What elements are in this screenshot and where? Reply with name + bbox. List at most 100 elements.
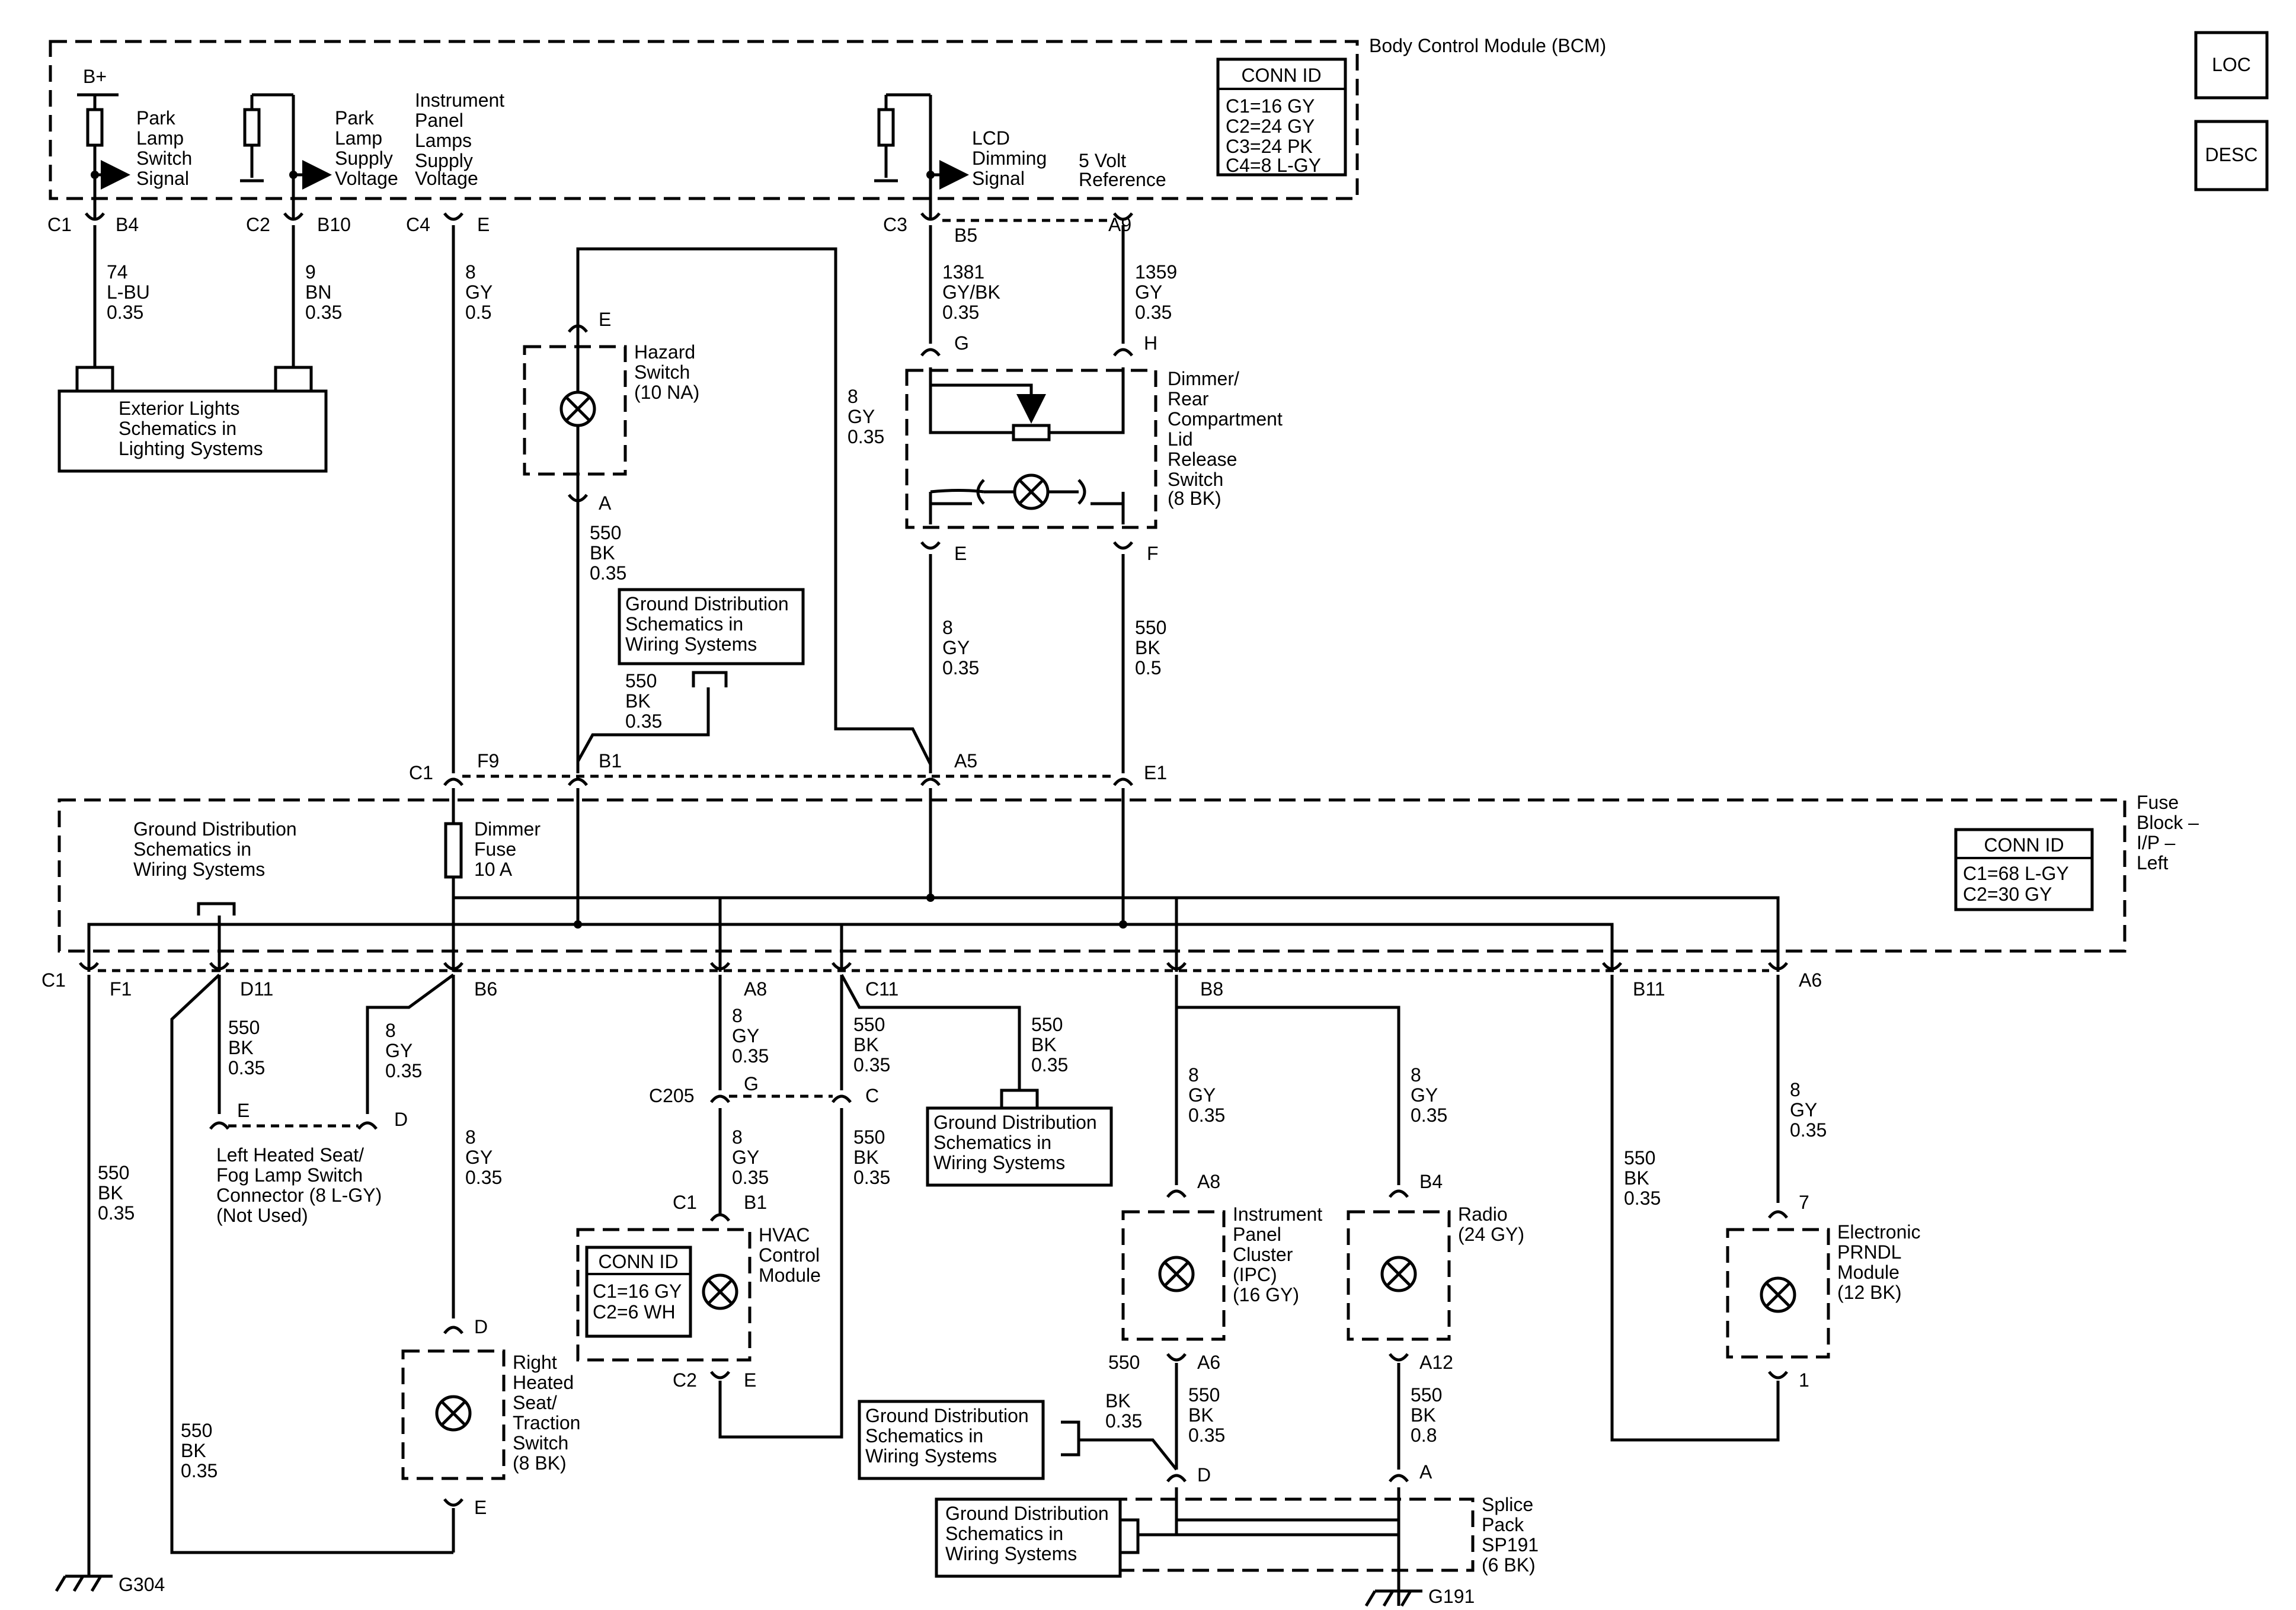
svg-text:E1: E1 [1144,762,1167,783]
svg-text:C1=16 GY: C1=16 GY [1226,95,1315,117]
svg-text:Radio(24 GY): Radio(24 GY) [1458,1204,1524,1245]
svg-text:B6: B6 [474,978,497,1000]
svg-text:CONN ID: CONN ID [1984,834,2064,856]
svg-text:E: E [954,543,967,564]
svg-text:B11: B11 [1633,978,1665,1000]
ground-g191: G191 [1364,1586,1475,1607]
svg-text:C3=24 PK: C3=24 PK [1226,136,1313,157]
svg-text:C11: C11 [865,978,898,1000]
svg-text:G: G [744,1073,759,1094]
fuse-conn-id-table: CONN ID C1=68 L-GY C2=30 GY [1954,828,2094,911]
svg-text:A6: A6 [1799,969,1822,991]
svg-text:C3: C3 [883,214,907,235]
svg-text:Left Heated Seat/Fog Lamp Swit: Left Heated Seat/Fog Lamp SwitchConnecto… [216,1144,382,1226]
svg-text:B5: B5 [954,225,977,246]
svg-text:C2=6 WH: C2=6 WH [593,1301,676,1323]
svg-text:D: D [474,1316,488,1337]
bcm-conn-id-table: CONN ID C1=16 GY C2=24 GY C3=24 PK C4=8 … [1216,57,1347,177]
fuse-block-lower-pins: C1 F1 D11 B6 A8 C11 B8 B11 A6 [41,962,1822,1000]
svg-text:A: A [599,492,612,514]
svg-text:C: C [865,1085,879,1106]
svg-text:A8: A8 [1197,1171,1220,1192]
svg-text:F1: F1 [110,978,132,1000]
c205-connector: C205 G C [649,1073,879,1106]
loc-box[interactable]: LOC [2194,31,2269,100]
fuse-block-c1-upper-pins: C1 F9 B1 A5 E1 [409,750,1167,786]
svg-text:C2=24 GY: C2=24 GY [1226,116,1315,137]
svg-text:F: F [1147,543,1159,564]
svg-text:G: G [954,332,969,354]
svg-text:C1: C1 [409,762,433,783]
svg-text:E: E [477,214,490,235]
svg-text:E: E [237,1100,250,1121]
svg-text:G191: G191 [1428,1586,1475,1607]
svg-text:D: D [1197,1464,1211,1486]
svg-text:D11: D11 [240,978,273,1000]
svg-text:B8: B8 [1200,978,1223,1000]
svg-text:E: E [744,1369,756,1391]
svg-text:B1: B1 [744,1192,767,1213]
bcm-label: Body Control Module (BCM) [1369,35,1606,56]
svg-text:B10: B10 [317,214,351,235]
svg-text:1: 1 [1799,1369,1809,1391]
svg-text:D: D [394,1109,408,1130]
svg-text:C1: C1 [673,1192,697,1213]
svg-text:C1=68 L-GY: C1=68 L-GY [1963,863,2069,884]
bcm-outline [49,40,1359,200]
svg-text:A12: A12 [1419,1352,1453,1373]
radio: B4 A12 Radio(24 GY) [1347,1171,1524,1373]
svg-text:DESC: DESC [2205,144,2258,165]
svg-text:A8: A8 [744,978,767,1000]
svg-text:A5: A5 [954,750,977,772]
desc-box[interactable]: DESC [2194,120,2269,191]
svg-text:C2: C2 [673,1369,697,1391]
svg-text:C1: C1 [47,214,72,235]
svg-text:550: 550 [1108,1352,1140,1373]
svg-text:E: E [599,309,611,330]
svg-text:CONN ID: CONN ID [1241,65,1321,86]
